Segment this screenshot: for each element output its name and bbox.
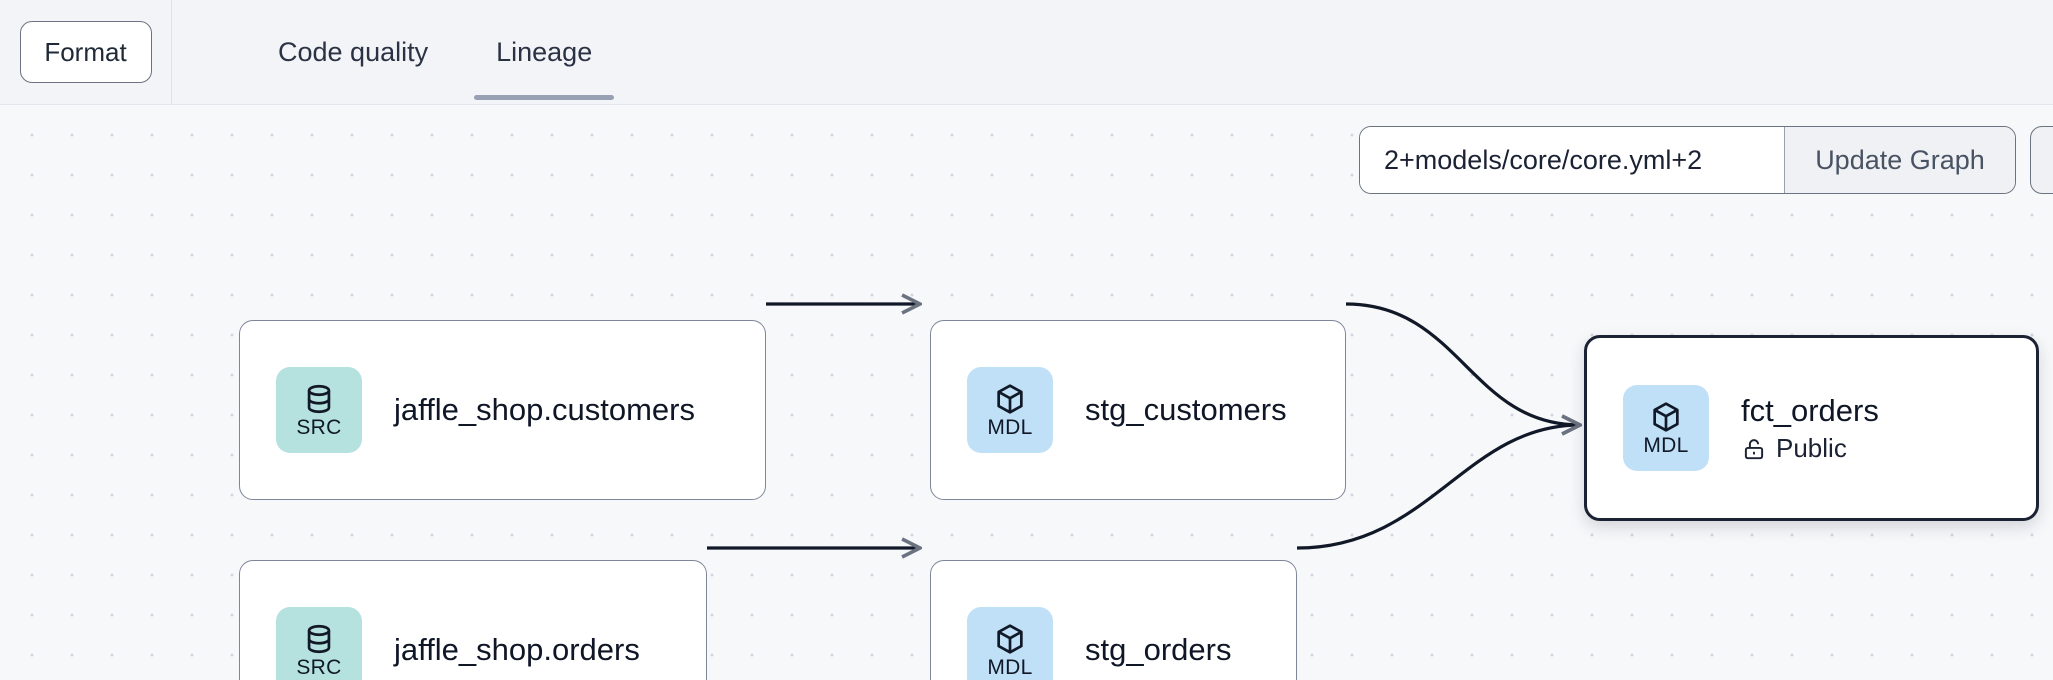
database-icon [307, 384, 331, 414]
mdl-badge: MDL [1623, 385, 1709, 471]
mdl-badge-label: MDL [987, 416, 1033, 439]
toolbar: Format Code quality Lineage [0, 0, 2053, 105]
tab-bar: Code quality Lineage [172, 0, 626, 104]
mdl-badge: MDL [967, 367, 1053, 453]
mdl-badge-label: MDL [1643, 434, 1689, 457]
lineage-node-stg-orders[interactable]: MDL stg_orders [930, 560, 1297, 680]
node-body: jaffle_shop.customers [394, 391, 695, 428]
cube-icon [997, 624, 1023, 654]
graph-selector-group: Update Graph [1359, 126, 2016, 194]
edge-stg-customers-to-fct-orders [1345, 302, 1580, 425]
src-badge: SRC [276, 367, 362, 453]
mdl-badge-label: MDL [987, 656, 1033, 679]
lineage-node-fct-orders[interactable]: MDL fct_orders Public [1584, 335, 2039, 521]
src-badge-label: SRC [296, 656, 342, 679]
cube-icon [1653, 402, 1679, 432]
tab-lineage[interactable]: Lineage [462, 0, 626, 104]
node-body: stg_customers [1085, 391, 1287, 428]
node-title: stg_customers [1085, 392, 1287, 428]
lineage-node-stg-customers[interactable]: MDL stg_customers [930, 320, 1346, 500]
graph-controls: Update Graph [1359, 126, 2053, 194]
cube-icon [997, 384, 1023, 414]
graph-options-button[interactable] [2030, 126, 2053, 194]
node-body: stg_orders [1085, 631, 1231, 668]
unlock-icon [1744, 438, 1764, 459]
mdl-badge: MDL [967, 607, 1053, 680]
node-title: jaffle_shop.orders [394, 632, 640, 668]
lineage-canvas[interactable]: SRC jaffle_shop.customers MDL stg_custom… [0, 105, 2053, 680]
lineage-node-jaffle-shop-orders[interactable]: SRC jaffle_shop.orders [239, 560, 707, 680]
node-title: stg_orders [1085, 632, 1232, 668]
src-badge: SRC [276, 607, 362, 680]
node-title: jaffle_shop.customers [394, 392, 695, 428]
format-button[interactable]: Format [19, 21, 152, 83]
graph-selector-input[interactable] [1360, 127, 1784, 193]
lineage-node-jaffle-shop-customers[interactable]: SRC jaffle_shop.customers [239, 320, 766, 500]
tab-lineage-label: Lineage [496, 36, 593, 67]
tab-code-quality[interactable]: Code quality [244, 0, 462, 104]
update-graph-button[interactable]: Update Graph [1784, 127, 2015, 193]
format-button-zone: Format [0, 0, 172, 104]
node-visibility-label: Public [1776, 433, 1847, 463]
node-title: fct_orders [1741, 392, 1879, 428]
node-body: fct_orders Public [1741, 392, 1879, 464]
node-visibility: Public [1741, 433, 1879, 464]
tab-code-quality-label: Code quality [278, 36, 429, 67]
database-icon [307, 624, 331, 654]
node-body: jaffle_shop.orders [394, 631, 640, 668]
src-badge-label: SRC [296, 416, 342, 439]
